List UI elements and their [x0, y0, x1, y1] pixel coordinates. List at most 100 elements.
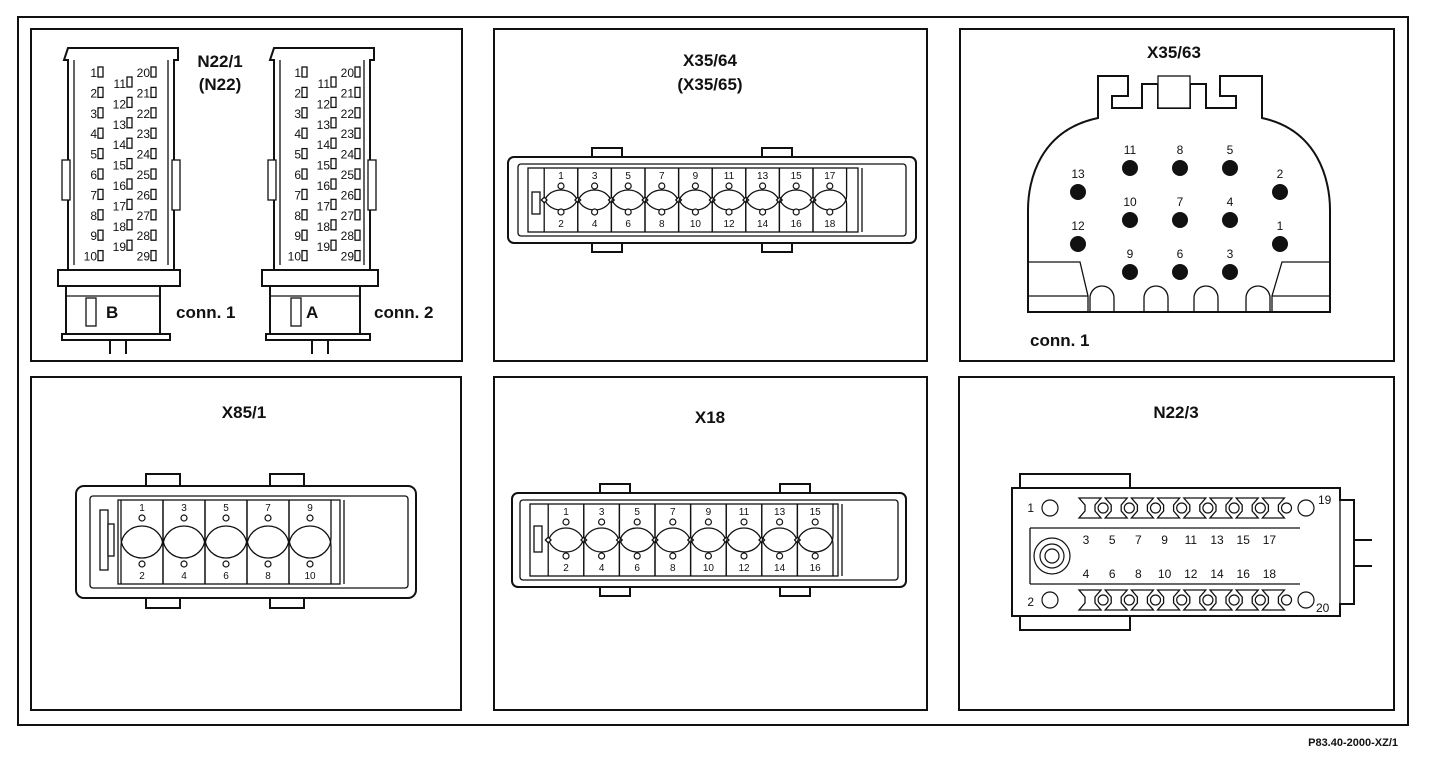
pin-cavity [796, 527, 834, 576]
pin-label: 19 [1318, 493, 1332, 507]
pin-label: 13 [757, 171, 769, 182]
panel-title: X35/64 [683, 51, 737, 70]
pin-label: 4 [599, 563, 605, 574]
pin-contact [222, 514, 230, 522]
pin-contact [1202, 502, 1214, 514]
pin-socket [97, 66, 104, 78]
pin-socket [97, 86, 104, 99]
pin-label: 11 [114, 77, 127, 91]
pin-contact [1297, 499, 1315, 517]
pin-blade [1129, 589, 1155, 611]
pin-label: 8 [659, 219, 665, 230]
pin-label: 27 [341, 209, 355, 223]
pin-label: 4 [181, 571, 187, 582]
connector-body-a [261, 47, 379, 354]
pin-label: 9 [1161, 533, 1168, 547]
pin-label: 4 [1083, 567, 1090, 581]
pin-label: 11 [739, 507, 750, 518]
pin-contact [138, 560, 146, 568]
pin-blade [1156, 589, 1182, 611]
pin-socket [330, 96, 337, 109]
pin-socket [97, 229, 104, 241]
pin-contact [691, 208, 700, 216]
pin-socket [354, 127, 361, 139]
pin-label: 5 [1109, 533, 1116, 547]
pin-contact [740, 552, 748, 560]
pin-socket [330, 117, 337, 129]
pin-label: 10 [84, 250, 98, 264]
pin-contact [590, 182, 599, 190]
pin-group: 1234567891011121314151617181920212223242… [84, 66, 157, 264]
pin-label: 14 [1210, 567, 1224, 581]
pin-label: 10 [690, 219, 702, 230]
pin-label: 15 [1237, 533, 1251, 547]
pin-socket [330, 76, 337, 88]
pin-socket [330, 219, 337, 231]
pin-divider [540, 196, 548, 204]
pin-contact [180, 560, 188, 568]
pin-label: 12 [738, 563, 750, 574]
pin-label: 7 [1135, 533, 1142, 547]
pin-contact [1272, 184, 1288, 200]
pin-label: 15 [317, 159, 331, 173]
pin-divider [544, 536, 552, 544]
pin-label: 23 [341, 127, 355, 141]
pin-label: 11 [724, 171, 735, 182]
pin-label: 7 [90, 188, 97, 202]
pin-label: 19 [113, 240, 127, 254]
pin-socket [126, 76, 133, 88]
pin-contact [1280, 594, 1293, 606]
pin-socket [330, 137, 337, 149]
panel-subtitle: (X35/65) [677, 75, 742, 94]
pin-label: 6 [634, 563, 640, 574]
pin-label: 9 [90, 229, 97, 243]
pin-blade [1182, 589, 1208, 611]
pin-contact [633, 552, 641, 560]
pin-socket [126, 219, 133, 231]
pin-label: 26 [137, 188, 151, 202]
pin-label: 14 [317, 138, 331, 152]
pin-contact [557, 182, 565, 190]
latch-slot [85, 297, 97, 327]
pin-contact [740, 518, 748, 526]
pin-contact [1070, 236, 1086, 252]
pin-contact [1254, 502, 1266, 514]
pin-socket [97, 249, 104, 262]
pin-label: 12 [1071, 219, 1085, 233]
pin-socket [330, 157, 337, 170]
pin-contact [758, 208, 767, 216]
pin-label: 3 [592, 171, 598, 182]
pin-socket [150, 147, 157, 160]
pin-label: 15 [113, 159, 127, 173]
pin-cavity [204, 525, 248, 584]
pin-label: 18 [1263, 567, 1277, 581]
pin-socket [97, 107, 104, 119]
pin-label: 2 [90, 86, 97, 100]
pin-socket [150, 168, 157, 180]
pin-label: 5 [90, 148, 97, 162]
pin-socket [150, 86, 157, 99]
pin-label: 6 [1109, 567, 1116, 581]
pin-label: 1 [1027, 501, 1034, 515]
pin-label: 3 [1083, 533, 1090, 547]
pin-label: 3 [599, 507, 605, 518]
pin-label: 1 [90, 66, 97, 80]
pin-label: 20 [137, 66, 151, 80]
pin-socket [97, 147, 104, 160]
pin-socket [126, 198, 133, 211]
pin-label: 3 [294, 107, 301, 121]
pin-contact [725, 182, 733, 190]
pin-label: 1 [294, 66, 301, 80]
pin-contact [1202, 594, 1214, 606]
pin-label: 25 [137, 168, 151, 182]
pin-contact [1097, 502, 1109, 514]
panel-frame [493, 376, 928, 711]
pin-contact [704, 518, 713, 526]
pin-cavity [246, 500, 290, 559]
pin-label: 2 [558, 219, 564, 230]
pin-label: 9 [1127, 247, 1134, 261]
